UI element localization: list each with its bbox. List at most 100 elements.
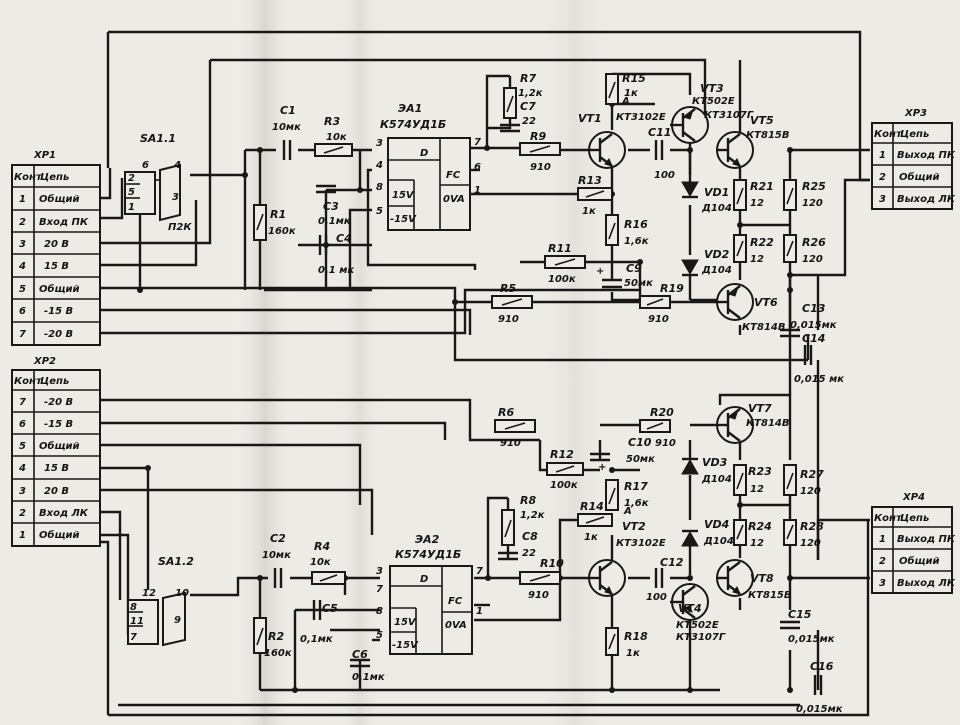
svg-text:9: 9 xyxy=(174,615,181,626)
da2-fc: FC xyxy=(448,596,463,607)
svg-text:R11: R11 xyxy=(548,242,572,255)
resistor-r27: R27 120 xyxy=(783,464,824,497)
svg-text:3: 3 xyxy=(376,138,383,149)
xp2-net: Вход ЛК xyxy=(39,508,89,519)
svg-text:50мк: 50мк xyxy=(626,454,655,465)
svg-text:1: 1 xyxy=(128,202,135,213)
resistor-r11: R11 100к xyxy=(544,242,586,285)
svg-text:R10: R10 xyxy=(540,557,564,570)
svg-text:12: 12 xyxy=(750,254,764,265)
xp2-pin: 7 xyxy=(19,397,26,408)
svg-text:8: 8 xyxy=(376,182,383,193)
xp1-net: -15 В xyxy=(44,306,73,317)
svg-text:R9: R9 xyxy=(530,130,546,143)
svg-text:5: 5 xyxy=(128,187,135,198)
da1-fc: FC xyxy=(446,170,461,181)
xp4-net: Выход ЛК xyxy=(897,578,956,589)
svg-text:А: А xyxy=(621,96,630,107)
transistor-vt8: VT8 КТ815В xyxy=(716,559,792,601)
xp1-net: Общий xyxy=(39,193,80,205)
svg-text:1: 1 xyxy=(476,606,483,617)
resistor-r16: R16 1,6к xyxy=(605,214,649,247)
xp2-pin: 6 xyxy=(19,419,26,430)
xp1-pin: 5 xyxy=(19,284,26,295)
da2-ref: ЭА2 xyxy=(415,533,440,546)
svg-text:5: 5 xyxy=(376,206,383,217)
svg-text:0,015мк: 0,015мк xyxy=(790,320,837,331)
svg-text:2: 2 xyxy=(128,173,135,184)
resistor-r14: R14 1к xyxy=(577,500,613,543)
svg-text:КТ814В: КТ814В xyxy=(746,418,790,429)
da1-delta: D xyxy=(420,148,428,159)
capacitor-c11: C11 100 xyxy=(648,126,675,181)
capacitor-c9: + C9 50мк xyxy=(596,262,653,289)
svg-text:1к: 1к xyxy=(584,532,598,543)
svg-text:910: 910 xyxy=(530,162,551,173)
da2-neg: -15V xyxy=(392,640,419,651)
svg-text:VT3: VT3 xyxy=(700,82,724,95)
svg-text:7: 7 xyxy=(474,137,481,148)
xp1-pin: 4 xyxy=(18,261,26,272)
svg-text:C7: C7 xyxy=(520,100,536,113)
xp1-net: 20 В xyxy=(44,239,69,250)
svg-text:7: 7 xyxy=(376,584,383,595)
svg-text:0,1мк: 0,1мк xyxy=(300,634,333,645)
capacitor-c1: C1 10мк xyxy=(272,104,301,160)
xp3-header-net: Цепь xyxy=(900,129,929,140)
resistor-r12: R12 100к xyxy=(546,448,584,491)
svg-text:КТ814В: КТ814В xyxy=(742,322,786,333)
xp4-header-net: Цепь xyxy=(900,513,929,524)
opamp-da1: ЭА1 К574УД1Б D 15V -15V FC 0VA 3 4 8 5 7… xyxy=(375,102,481,231)
xp2-pin: 5 xyxy=(19,441,26,452)
svg-text:4: 4 xyxy=(375,160,383,171)
svg-text:50мк: 50мк xyxy=(624,278,653,289)
xp3-header-pin: Конт xyxy=(874,129,903,140)
resistor-r24: R24 12 xyxy=(733,519,772,549)
da1-pos: 15V xyxy=(392,190,415,201)
svg-text:C9: C9 xyxy=(626,262,642,275)
capacitor-c7: C7 22 xyxy=(500,100,536,133)
resistor-r26: R26 120 xyxy=(783,234,826,265)
svg-text:8: 8 xyxy=(130,602,137,613)
svg-text:+: + xyxy=(598,462,606,473)
svg-text:100: 100 xyxy=(654,170,675,181)
resistor-r20: R20 910 xyxy=(639,406,676,449)
capacitor-c6: C6 0,1мк xyxy=(350,648,385,683)
svg-text:12: 12 xyxy=(142,588,156,599)
svg-text:0,1мк: 0,1мк xyxy=(318,216,351,227)
svg-text:R26: R26 xyxy=(802,236,826,249)
diode-vd4: VD4 Д104 xyxy=(681,518,734,547)
svg-text:10к: 10к xyxy=(326,132,347,143)
svg-text:160к: 160к xyxy=(264,648,292,659)
transistor-vt6: VT6 КТ814В xyxy=(716,283,786,333)
svg-text:1,2к: 1,2к xyxy=(518,88,543,99)
xp3-pin: 2 xyxy=(879,172,886,183)
sa11-ref: SA1.1 xyxy=(140,132,176,145)
svg-text:КТ3102Е: КТ3102Е xyxy=(616,538,666,549)
svg-text:8: 8 xyxy=(376,606,383,617)
svg-text:0,1 мк: 0,1 мк xyxy=(318,265,354,276)
diode-vd1: VD1 Д104 xyxy=(681,181,732,214)
xp1-pin: 6 xyxy=(19,306,26,317)
svg-text:910: 910 xyxy=(500,438,521,449)
svg-text:R5: R5 xyxy=(500,282,516,295)
resistor-r9: R9 910 xyxy=(519,130,561,173)
xp3-pin: 3 xyxy=(879,194,886,205)
xp2-net: Общий xyxy=(39,529,80,541)
transistor-vt4: VT4 КТ502Е КТ3107Г xyxy=(670,583,726,643)
svg-text:КТ815В: КТ815В xyxy=(746,130,790,141)
svg-text:R23: R23 xyxy=(748,465,772,478)
xp1-net: -20 В xyxy=(44,329,73,340)
xp2-header-net: Цепь xyxy=(40,376,69,387)
svg-text:R21: R21 xyxy=(750,180,774,193)
svg-text:R24: R24 xyxy=(748,520,772,533)
resistor-r6: R6 910 xyxy=(494,406,536,449)
da2-type: К574УД1Б xyxy=(395,548,461,561)
da1-ref: ЭА1 xyxy=(398,102,422,115)
connector-xp1: XP1 Конт Цепь 1 Общий 2 Вход ПК 3 20 В 4… xyxy=(11,150,101,346)
svg-text:10мк: 10мк xyxy=(262,550,291,561)
diode-vd3: VD3 Д104 xyxy=(681,456,732,485)
svg-text:VT2: VT2 xyxy=(622,520,646,533)
resistor-r3: R3 10к xyxy=(314,115,353,157)
svg-text:100: 100 xyxy=(646,592,667,603)
